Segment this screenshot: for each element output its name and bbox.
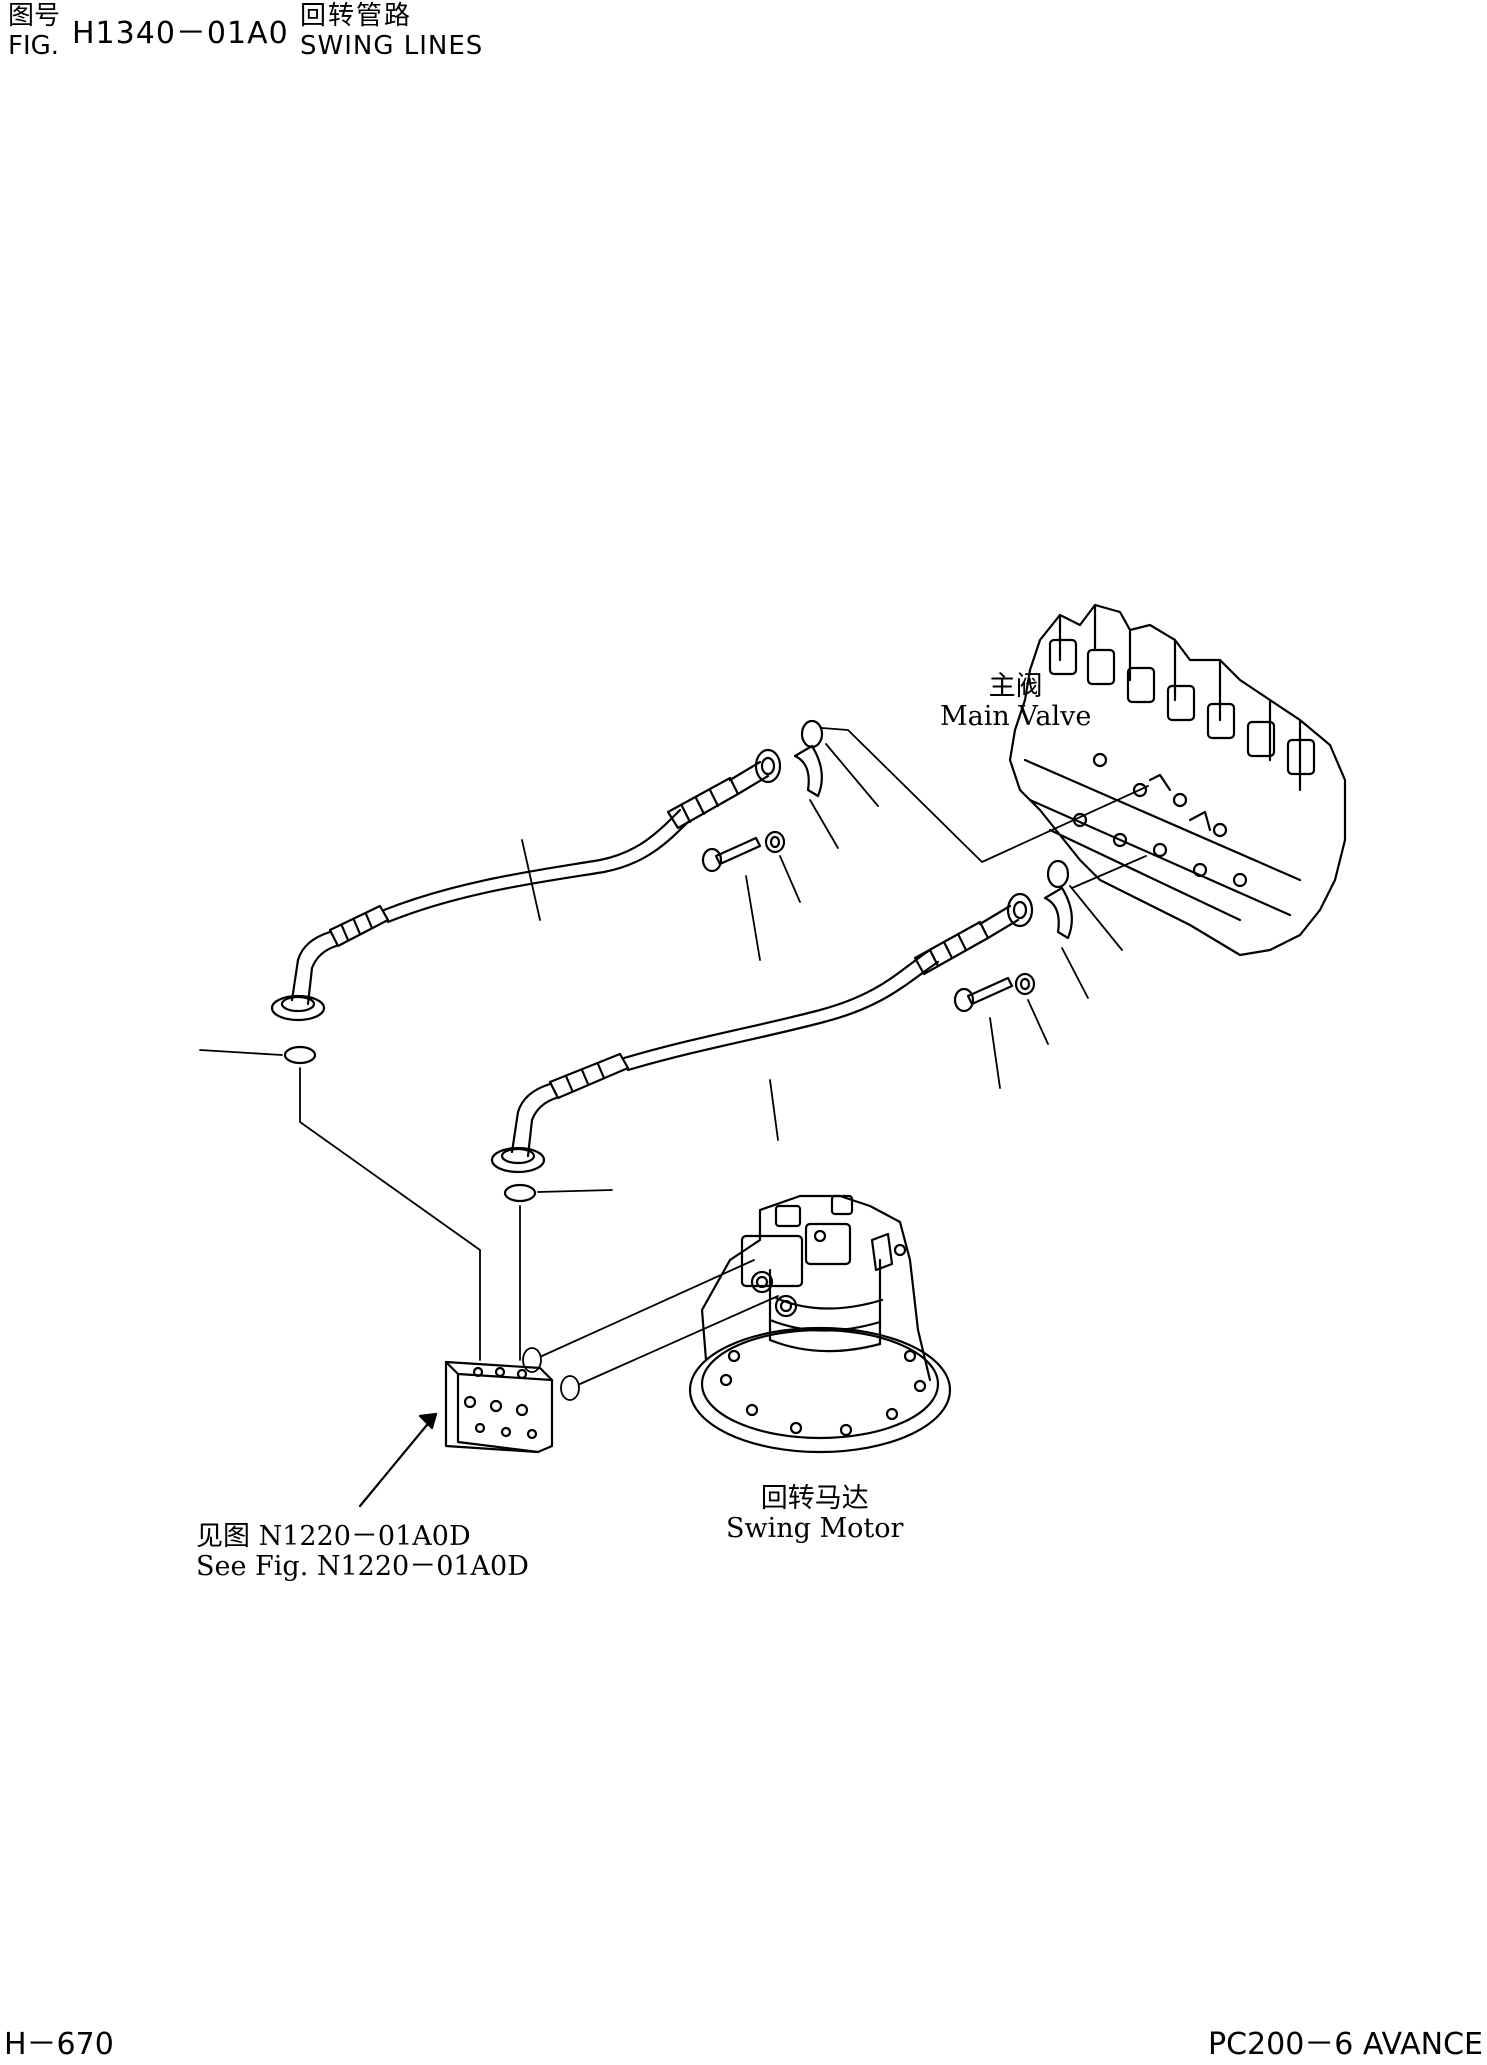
o-ring-upper-flange	[283, 1045, 317, 1065]
swing-motor-label-en: Swing Motor	[726, 1513, 904, 1544]
callout-leader-lines	[199, 727, 1149, 1361]
figure-title-cn: 回转管路	[300, 1, 413, 31]
motor-connection-lines	[522, 1259, 779, 1401]
model-name: PC200－6 AVANCE	[1208, 2027, 1483, 2062]
main-valve-label-cn: 主阀	[988, 671, 1043, 702]
swing-motor-illustration	[688, 1194, 952, 1454]
main-valve-label: 主阀 Main Valve	[940, 672, 1091, 732]
lower-hose	[490, 859, 1073, 1174]
figure-label-cn: 图号	[8, 1, 61, 31]
swing-motor-label-cn: 回转马达	[760, 1483, 869, 1514]
junction-block-illustration	[444, 1360, 554, 1454]
figure-title-en: SWING LINES	[300, 31, 484, 61]
main-valve-illustration	[1008, 603, 1347, 957]
o-ring-lower-flange	[503, 1183, 537, 1203]
reference-arrow	[358, 1412, 438, 1508]
figure-label-en: FIG.	[8, 31, 60, 61]
swing-motor-label: 回转马达 Swing Motor	[726, 1484, 903, 1544]
upper-hose	[270, 719, 824, 1022]
reference-label: 见图 N1220－01A0D See Fig. N1220－01A0D	[196, 1522, 529, 1582]
figure-number: H1340－01A0	[72, 16, 289, 51]
page-number: H－670	[4, 2027, 114, 2062]
reference-label-cn: 见图 N1220－01A0D	[196, 1521, 471, 1552]
main-valve-label-en: Main Valve	[940, 701, 1092, 732]
reference-label-en: See Fig. N1220－01A0D	[196, 1551, 529, 1582]
figure-header: 图号 FIG. H1340－01A0 回转管路 SWING LINES	[8, 2, 608, 62]
